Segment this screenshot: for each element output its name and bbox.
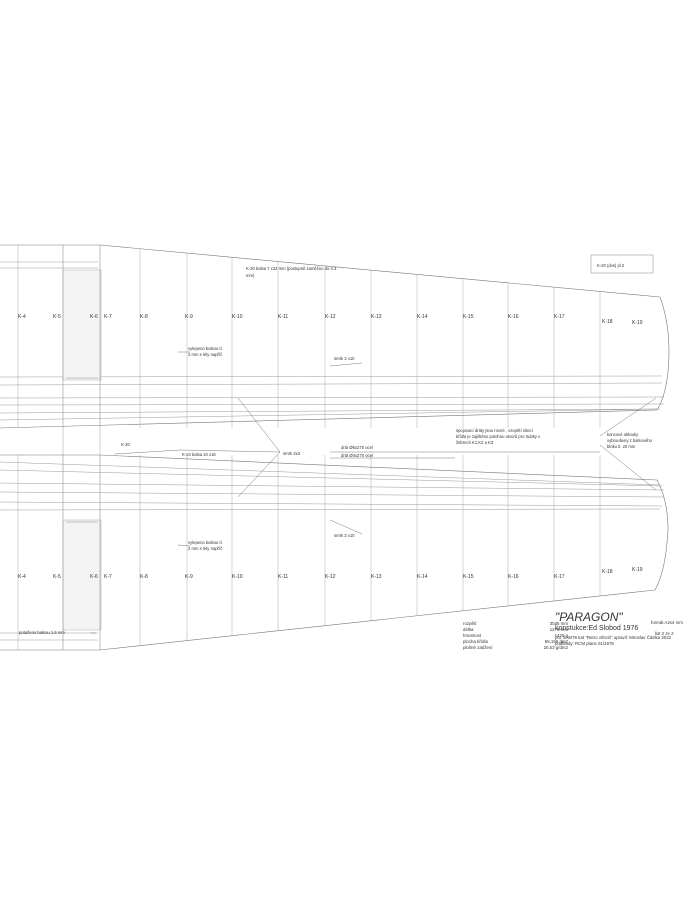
note-k20-leading-2: mm) [246,273,255,278]
rib-label-upper: K-16 [508,314,519,320]
spec-value: 20,53 g/dm2 [543,645,568,650]
spec-label: délka [463,627,474,632]
spec-value: 1420 g [554,633,568,638]
drawing-credit: pro SAM78 kat "Retro větroň" upravil: Mi… [555,635,672,640]
spec-row: rozpětí 3045 mm [463,621,568,627]
rib-label-lower: K-6 [90,574,98,580]
note-joint-1: spojovací dráty jsou rovné , vzepětí sít… [456,428,534,433]
rib-label-lower: K-16 [508,574,519,580]
note-smrk-top: smrk 3 x10 [334,356,355,361]
rib-label-upper: K-19 [632,320,643,326]
note-balsa-bot-1: vylepeno balsou tl. [188,540,223,545]
upper-wing-tip [656,296,670,411]
rib-label-lower: K-7 [104,574,112,580]
note-joint-2: křídla je zajištěno polohou otvorů pro t… [456,434,541,439]
note-wire-2: drát Ø4x270 ocel [341,453,373,458]
drawing-title: "PARAGON" [555,610,623,624]
note-k20-center: K-20 [121,442,131,447]
spec-row: plošné zatížení 20,53 g/dm2 [463,645,568,651]
spec-row: délka 1276 mm [463,627,568,633]
rib-label-lower: K-5 [53,574,61,580]
rib-label-lower: K-18 [602,569,613,575]
note-k24: K-24 balsa 10 x16 [182,452,216,457]
spec-label: hmotnost [463,633,482,638]
rib-label-lower: K-15 [463,574,474,580]
note-wire-1: drát Ø6x270 ocel [341,445,373,450]
rib-label-upper: K-18 [602,319,613,325]
lower-wing-root-line [0,454,658,481]
rib-label-upper: K-7 [104,314,112,320]
rib-label-upper: K-17 [554,314,565,320]
rib-label-upper: K-9 [185,314,193,320]
note-potazeno: potaženo balsou 1.5 mm [19,630,65,635]
drawing-subtitle: konstukce:Ed Slobod 1976 [555,625,639,632]
rib-label-lower: K-11 [278,574,288,580]
rib-label-lower: K-4 [18,574,26,580]
rib-label-lower: K-9 [185,574,193,580]
spec-value: 3045 mm [549,621,568,626]
rib-label-lower: K-14 [417,574,428,580]
k20-tip-box [590,254,654,274]
rib-label-lower: K-12 [325,574,336,580]
rib-label-lower: K-19 [632,567,643,573]
lower-wing-tip [654,479,669,591]
rib-label-upper: K-6 [90,314,98,320]
note-k20-tip: K-20 (dvs) pl 2 [597,263,625,268]
spec-row: plocha křídla 65,156 dm2 [463,639,568,645]
rib-label-upper: K-8 [140,314,148,320]
note-tip-1: koncové oblouky [607,432,639,437]
rib-label-upper: K-5 [53,314,61,320]
spec-label: plošné zatížení [463,645,493,650]
rib-label-upper: K-13 [371,314,382,320]
note-joint-3: žebrech K1,K2 a K3 [456,440,494,445]
drawing-format: formát A2x4 mm [651,620,683,625]
rib-label-lower: K-8 [140,574,148,580]
rib-label-upper: K-10 [232,314,243,320]
note-balsa-bot-2: 2 mm s léty napříč [188,546,222,551]
rib-label-upper: K-14 [417,314,428,320]
note-smrk-center: smrk 3x3 [283,451,301,456]
spec-label: plocha křídla [463,639,488,644]
note-balsa-top-1: vylepeno balsou tl. [188,346,223,351]
note-k20-leading: K-20 balsa 7 x32 mm (postupně zaměčno do… [246,266,337,271]
spec-value: 65,156 dm2 [544,639,568,644]
note-smrk-bottom: smrk 3 x10 [334,533,355,538]
rib-label-upper: K-12 [325,314,336,320]
note-tip-3: bloku tl. 20 mm [607,444,636,449]
upper-wing-trailing [0,409,658,429]
note-balsa-top-2: 2 mm s léty napříč [188,352,222,357]
rib-label-upper: K-15 [463,314,474,320]
spec-row: hmotnost 1420 g [463,633,568,639]
rib-label-lower: K-13 [371,574,382,580]
rib-label-upper: K-11 [278,314,288,320]
spec-value: 1276 mm [549,627,568,632]
rib-label-upper: K-4 [18,314,26,320]
rib-label-lower: K-10 [232,574,243,580]
drawing-sheet: list 2 ze 2 [655,631,674,636]
note-tip-2: vybroušeny z balsového [607,438,653,443]
rib-label-lower: K-17 [554,574,565,580]
drawing-source: podklady: RCM plans 01/1976 [555,641,614,646]
spec-label: rozpětí [463,621,477,626]
